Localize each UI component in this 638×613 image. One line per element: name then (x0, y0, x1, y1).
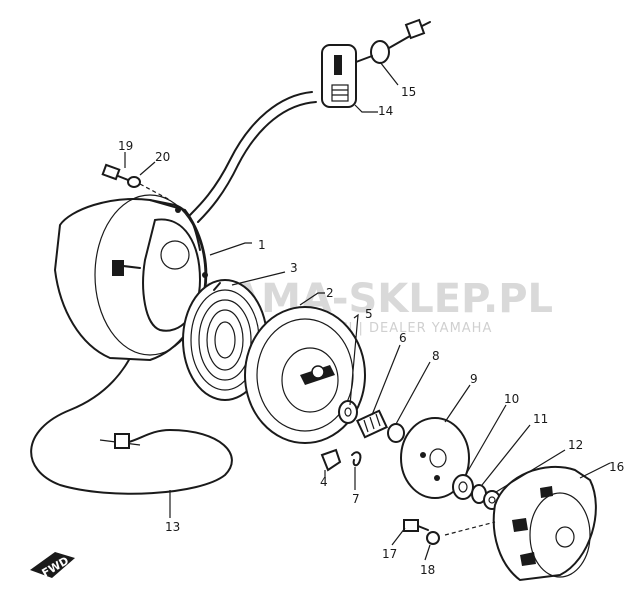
callout-2: 2 (326, 286, 334, 300)
throttle-cable (189, 91, 317, 223)
part-10-washer (452, 474, 474, 500)
part-15-washer (355, 18, 431, 64)
fwd-badge: FWD (30, 552, 75, 580)
callout-8: 8 (432, 349, 440, 363)
callout-9: 9 (470, 372, 478, 386)
callout-4: 4 (320, 475, 328, 489)
callout-6: 6 (399, 331, 407, 345)
part-14-connector (321, 44, 357, 108)
callout-3: 3 (290, 261, 298, 275)
callout-17: 17 (382, 547, 397, 561)
callout-16: 16 (609, 460, 624, 474)
callout-14: 14 (378, 104, 393, 118)
part-8-clip (387, 423, 405, 443)
callout-11: 11 (533, 412, 548, 426)
part-1-housing (53, 194, 208, 362)
cable-clip (114, 433, 130, 449)
part-20-washer (127, 176, 171, 201)
part-9-plate (400, 417, 470, 499)
part-6-spring (355, 409, 389, 439)
part-17-bolt (403, 519, 429, 532)
part-2-pulley (244, 306, 366, 444)
callout-1: 1 (258, 238, 266, 252)
leader-lines (124, 61, 611, 561)
callout-10: 10 (504, 392, 519, 406)
callout-20: 20 (155, 150, 170, 164)
callout-13: 13 (165, 520, 180, 534)
callout-labels: 1 2 3 4 5 6 7 8 9 10 11 12 13 14 15 16 1… (118, 85, 624, 577)
callout-19: 19 (118, 139, 133, 153)
part-18-washer (426, 531, 440, 545)
callout-15: 15 (401, 85, 416, 99)
callout-12: 12 (568, 438, 583, 452)
callout-18: 18 (420, 563, 435, 577)
part-19-bolt (101, 163, 129, 181)
callout-7: 7 (352, 492, 360, 506)
cable-13 (30, 299, 233, 495)
part-7-clip (351, 451, 362, 467)
part-5-washer (338, 400, 358, 424)
callout-5: 5 (365, 307, 373, 321)
part-4-pawl (320, 448, 342, 472)
